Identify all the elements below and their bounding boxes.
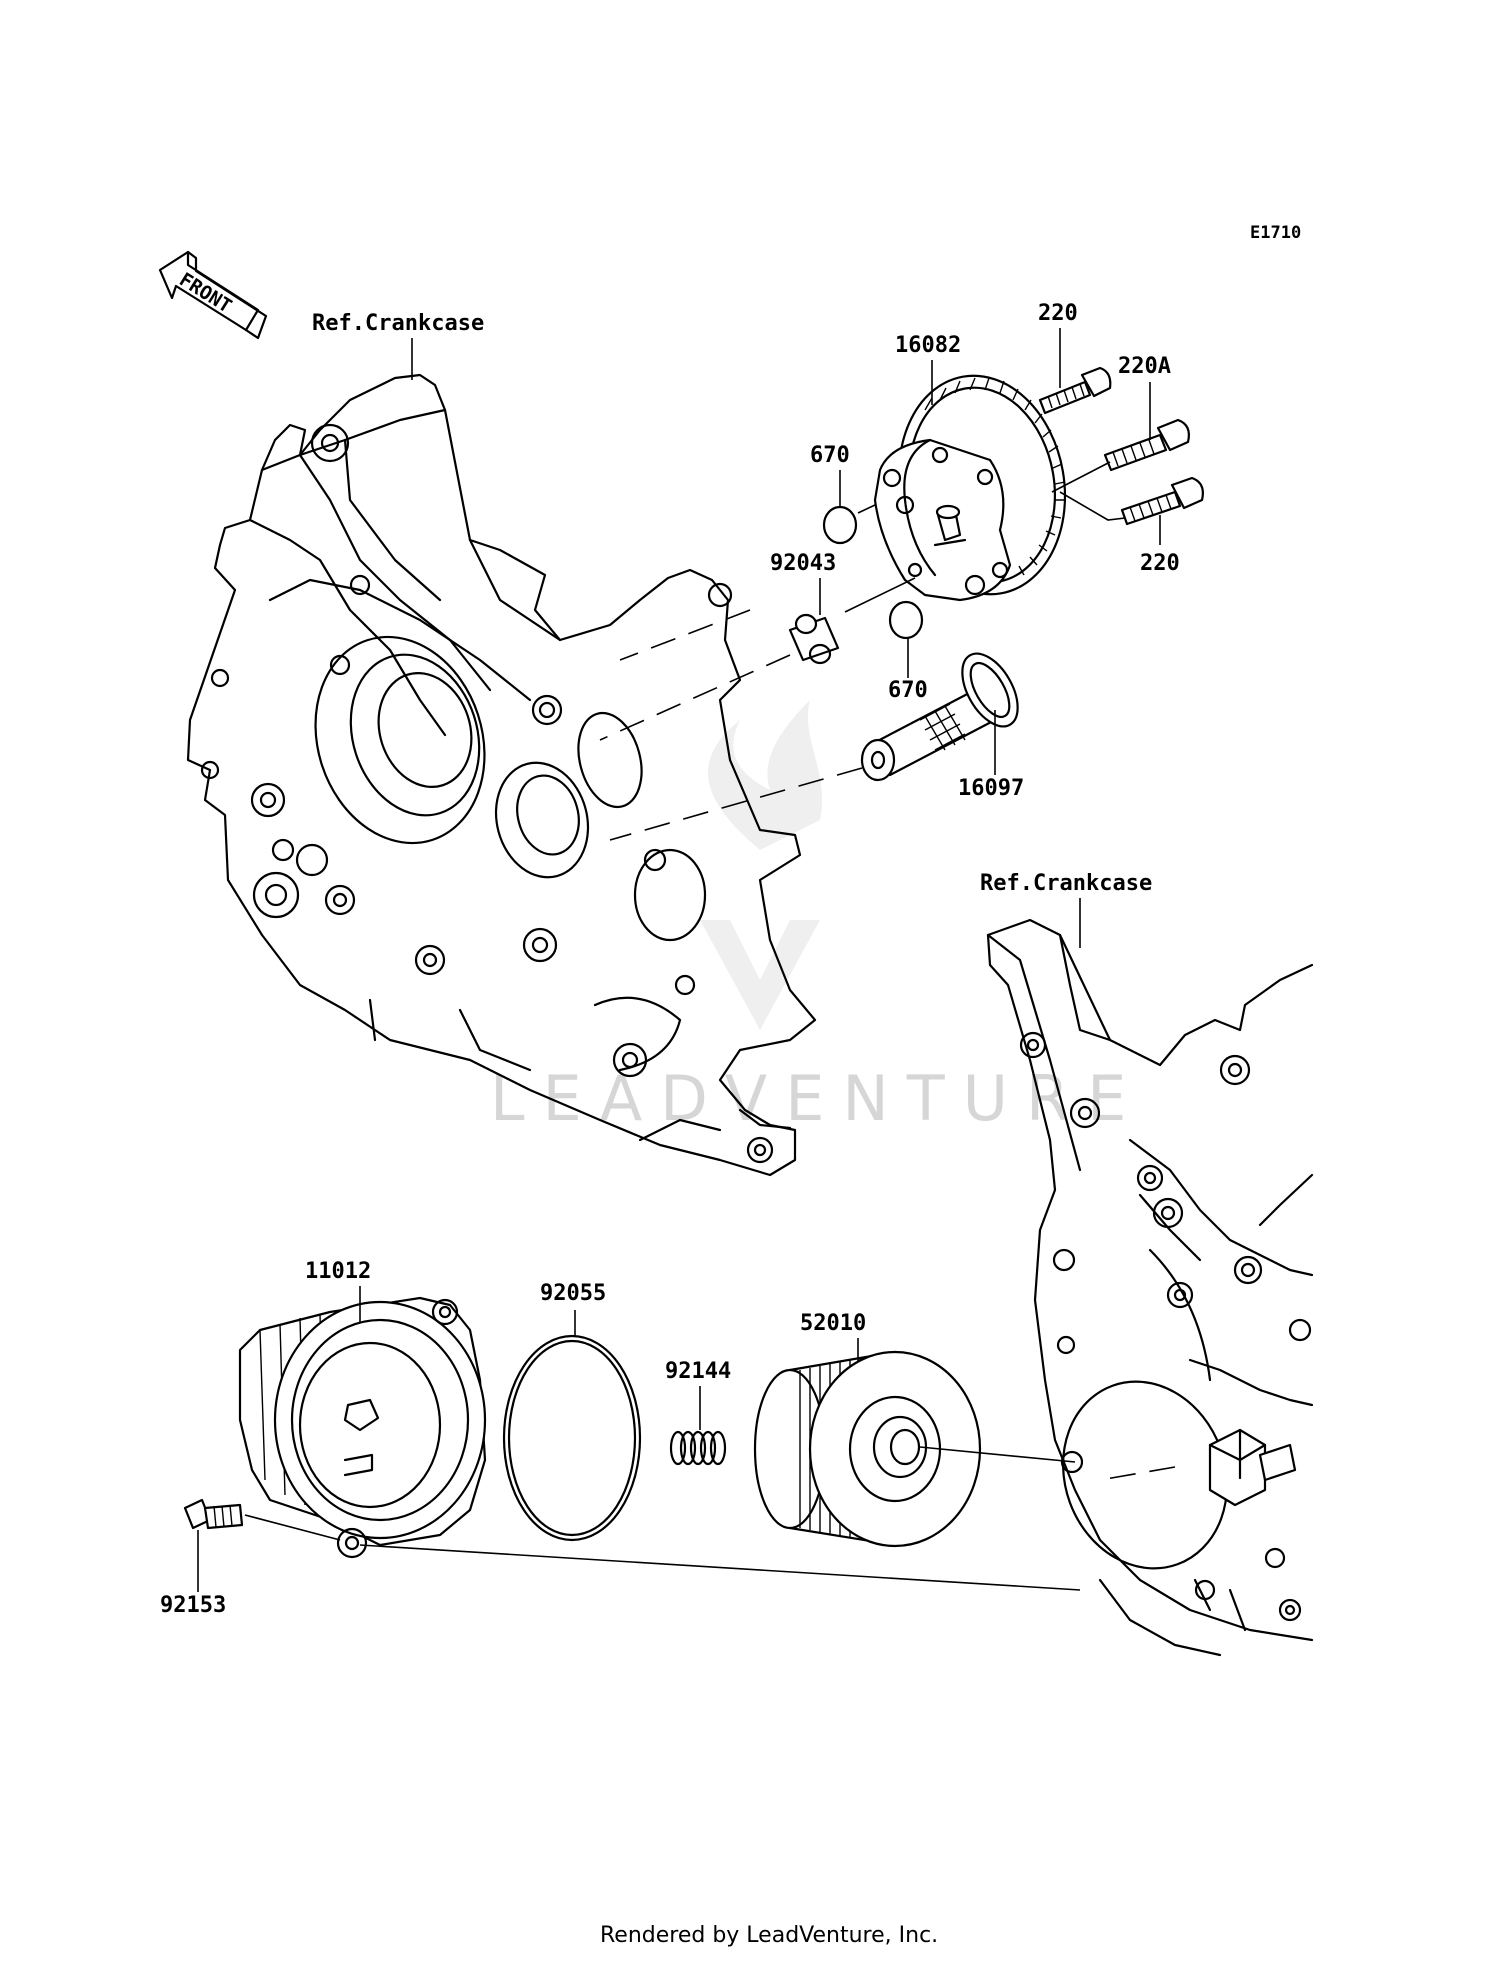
part-16097-label: 16097	[958, 776, 1024, 801]
lower-crankcase-drawing	[986, 918, 1314, 1657]
ref-crankcase-label-upper: Ref.Crankcase	[312, 311, 484, 336]
part-92153-label: 92153	[160, 1593, 226, 1618]
bolt-upper-drawing	[1038, 366, 1112, 415]
upper-crankcase-drawing	[186, 373, 817, 1177]
oil-screen-drawing	[860, 652, 1019, 782]
filter-cover-drawing	[238, 1296, 487, 1559]
part-92144-label: 92144	[665, 1359, 731, 1384]
ref-crankcase-label-lower: Ref.Crankcase	[980, 871, 1152, 896]
part-52010-label: 52010	[800, 1311, 866, 1336]
part-11012-label: 11012	[305, 1259, 371, 1284]
diagram-code: E1710	[1250, 223, 1301, 243]
part-220-lower-label: 220	[1140, 551, 1180, 576]
part-16082-label: 16082	[895, 333, 961, 358]
part-92055-label: 92055	[540, 1281, 606, 1306]
bolt-220a-drawing	[1103, 418, 1190, 472]
spring-drawing	[669, 1430, 727, 1466]
dowel-pin-drawing	[788, 613, 840, 665]
oil-pump-gear-drawing	[873, 374, 1067, 602]
o-ring-lower-drawing	[888, 600, 924, 640]
cover-o-ring-drawing	[502, 1334, 642, 1542]
part-92043-label: 92043	[770, 551, 836, 576]
o-ring-upper-drawing	[822, 505, 858, 545]
watermark-text: LEADVENTURE	[490, 1062, 1144, 1135]
front-arrow-icon: FRONT	[158, 250, 268, 340]
bolt-lower-drawing	[1120, 476, 1204, 526]
footer-credit: Rendered by LeadVenture, Inc.	[600, 1923, 938, 1948]
part-220-upper-label: 220	[1038, 301, 1078, 326]
oil-filter-drawing	[753, 1350, 982, 1548]
part-220a-label: 220A	[1118, 354, 1171, 379]
part-670-lower-label: 670	[888, 678, 928, 703]
part-670-upper-label: 670	[810, 443, 850, 468]
cover-bolt-drawing	[183, 1498, 244, 1530]
watermark-logo	[700, 700, 823, 1030]
